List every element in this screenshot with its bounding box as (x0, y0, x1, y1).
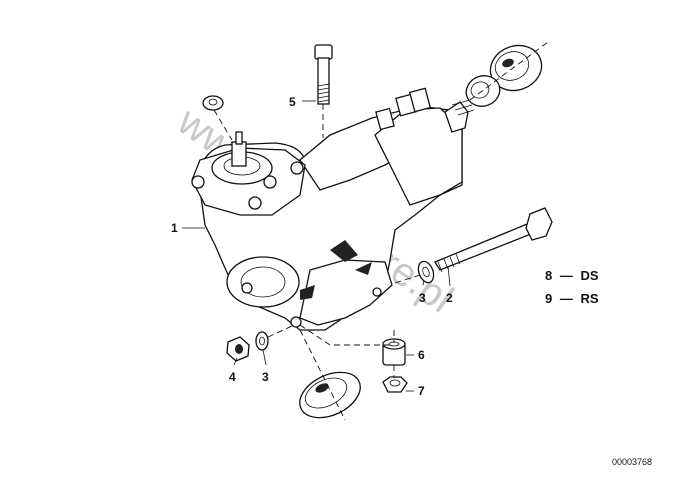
nut-part-7[interactable] (382, 376, 408, 393)
seal-axis-line (469, 41, 549, 101)
bracket-to-bushing-line (299, 324, 394, 346)
nut4-axis (267, 325, 293, 338)
bolt-part-5[interactable] (314, 44, 333, 138)
bolt2-axis (394, 274, 421, 284)
callout-7: 7 (418, 384, 425, 398)
legend-dash: — (560, 268, 573, 283)
callout-3-left: 3 (262, 370, 269, 384)
washer-part-3-left[interactable] (255, 331, 269, 351)
leader-lines (182, 100, 451, 392)
legend: 8 — DS 9 — RS (545, 268, 599, 306)
legend-num: 9 (545, 291, 552, 306)
callout-1: 1 (171, 221, 178, 235)
steering-gear-housing[interactable] (191, 87, 475, 331)
callout-3-right: 3 (419, 291, 426, 305)
legend-entry-ds: 8 — DS (545, 268, 599, 283)
legend-code: DS (580, 268, 598, 283)
seal-ring-small[interactable] (462, 71, 504, 111)
legend-num: 8 (545, 268, 552, 283)
legend-dash: — (560, 291, 573, 306)
callout-2: 2 (446, 291, 453, 305)
nut-part-4[interactable] (226, 336, 250, 362)
lower-axis-line (299, 329, 346, 421)
callout-5: 5 (289, 95, 296, 109)
bolt-part-2[interactable] (434, 207, 553, 273)
diagram-number: 00003768 (612, 457, 652, 467)
washer-part-3-right[interactable] (416, 259, 437, 284)
legend-code: RS (580, 291, 598, 306)
callout-4: 4 (229, 370, 236, 384)
top-nut[interactable] (202, 95, 233, 141)
callout-6: 6 (418, 348, 425, 362)
legend-entry-rs: 9 — RS (545, 291, 599, 306)
seal-ring-bottom[interactable] (293, 363, 368, 426)
